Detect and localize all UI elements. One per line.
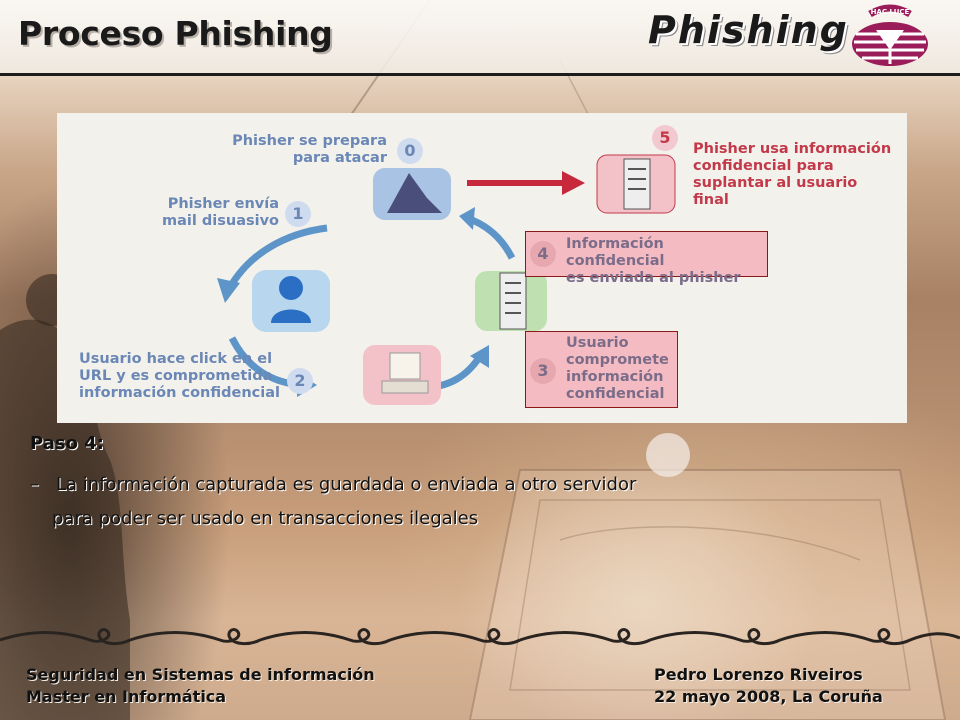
footer-course: Seguridad en Sistemas de información bbox=[26, 665, 375, 684]
page-title: Proceso Phishing bbox=[18, 14, 333, 53]
bullet-text-line-1: La información capturada es guardada o e… bbox=[56, 474, 637, 495]
header-bar: Proceso Phishing Phishing HAC LUCE bbox=[0, 0, 960, 76]
step-0-number: 0 bbox=[397, 138, 423, 164]
decorative-border bbox=[0, 628, 960, 646]
footer-date: 22 mayo 2008, La Coruña bbox=[654, 687, 883, 706]
footer-program: Master en Informática bbox=[26, 687, 227, 706]
bullet-item: –La información capturada es guardada o … bbox=[30, 468, 930, 536]
step-3-number: 3 bbox=[530, 358, 556, 384]
step-1-number: 1 bbox=[285, 201, 311, 227]
step-heading: Paso 4: bbox=[30, 433, 104, 454]
university-logo-icon: HAC LUCE bbox=[852, 4, 928, 66]
step-5-number: 5 bbox=[652, 125, 678, 151]
footer-author: Pedro Lorenzo Riveiros bbox=[654, 665, 863, 684]
diagram-graphics bbox=[217, 154, 676, 405]
step-4-number: 4 bbox=[530, 241, 556, 267]
footer-right: Pedro Lorenzo Riveiros 22 mayo 2008, La … bbox=[654, 664, 883, 708]
step-2-number: 2 bbox=[287, 368, 313, 394]
footer-left: Seguridad en Sistemas de información Mas… bbox=[26, 664, 375, 708]
svg-text:HAC LUCE: HAC LUCE bbox=[871, 8, 910, 16]
bullet-marker: – bbox=[30, 474, 39, 495]
bullet-text-line-2: para poder ser usado en transacciones il… bbox=[52, 508, 479, 529]
slide-body: Paso 4: –La información capturada es gua… bbox=[30, 433, 930, 536]
brand-title: Phishing bbox=[648, 8, 849, 52]
